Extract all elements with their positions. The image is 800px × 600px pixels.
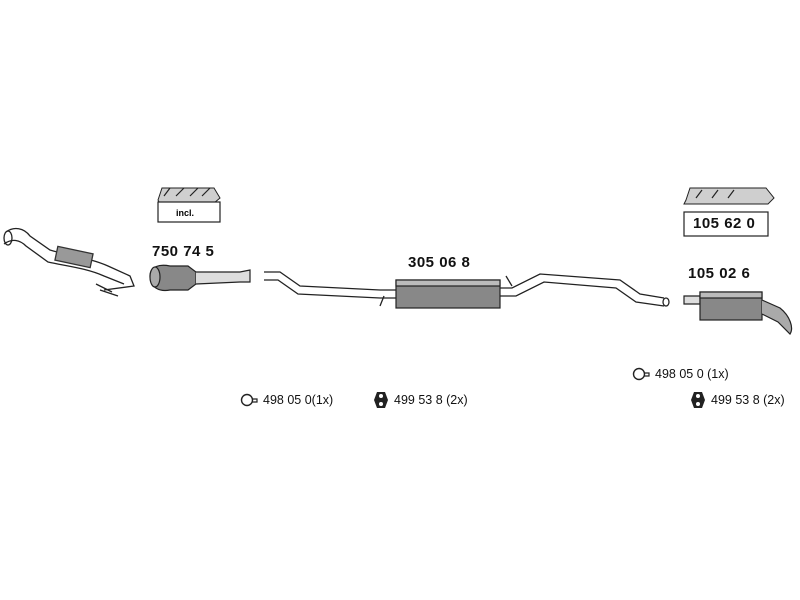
rubber-accessory-rear: 499 53 8 (2x) bbox=[690, 391, 785, 409]
clamp-icon bbox=[240, 393, 258, 407]
intermediate-pipe bbox=[500, 273, 670, 307]
catalytic-converter bbox=[149, 264, 251, 292]
front-pipe bbox=[3, 227, 135, 297]
mounting-kit-icon bbox=[683, 187, 775, 237]
middle-pipe bbox=[264, 271, 396, 307]
rubber-mount-icon bbox=[691, 392, 705, 408]
clamp-rear-label: 498 05 0 (1x) bbox=[655, 367, 729, 381]
rubber-rear-label: 499 53 8 (2x) bbox=[711, 393, 785, 407]
clamp-accessory-rear: 498 05 0 (1x) bbox=[632, 367, 729, 381]
clamp-accessory-middle: 498 05 0(1x) bbox=[240, 393, 333, 407]
rubber-accessory-middle: 499 53 8 (2x) bbox=[373, 391, 468, 409]
mounting-kit-part-number: 105 62 0 bbox=[693, 215, 756, 232]
middle-silencer bbox=[395, 279, 501, 309]
rear-silencer bbox=[683, 291, 793, 335]
rear-silencer-part-number: 105 02 6 bbox=[688, 265, 751, 282]
incl-label: incl. bbox=[176, 208, 194, 218]
catalyst-part-number: 750 74 5 bbox=[152, 243, 215, 260]
clamp-middle-label: 498 05 0(1x) bbox=[263, 393, 334, 407]
rubber-mount-icon bbox=[374, 392, 388, 408]
incl-kit-icon bbox=[157, 187, 221, 223]
middle-pipe-part-number: 305 06 8 bbox=[408, 254, 471, 271]
rubber-middle-label: 499 53 8 (2x) bbox=[394, 393, 468, 407]
clamp-icon bbox=[632, 367, 650, 381]
